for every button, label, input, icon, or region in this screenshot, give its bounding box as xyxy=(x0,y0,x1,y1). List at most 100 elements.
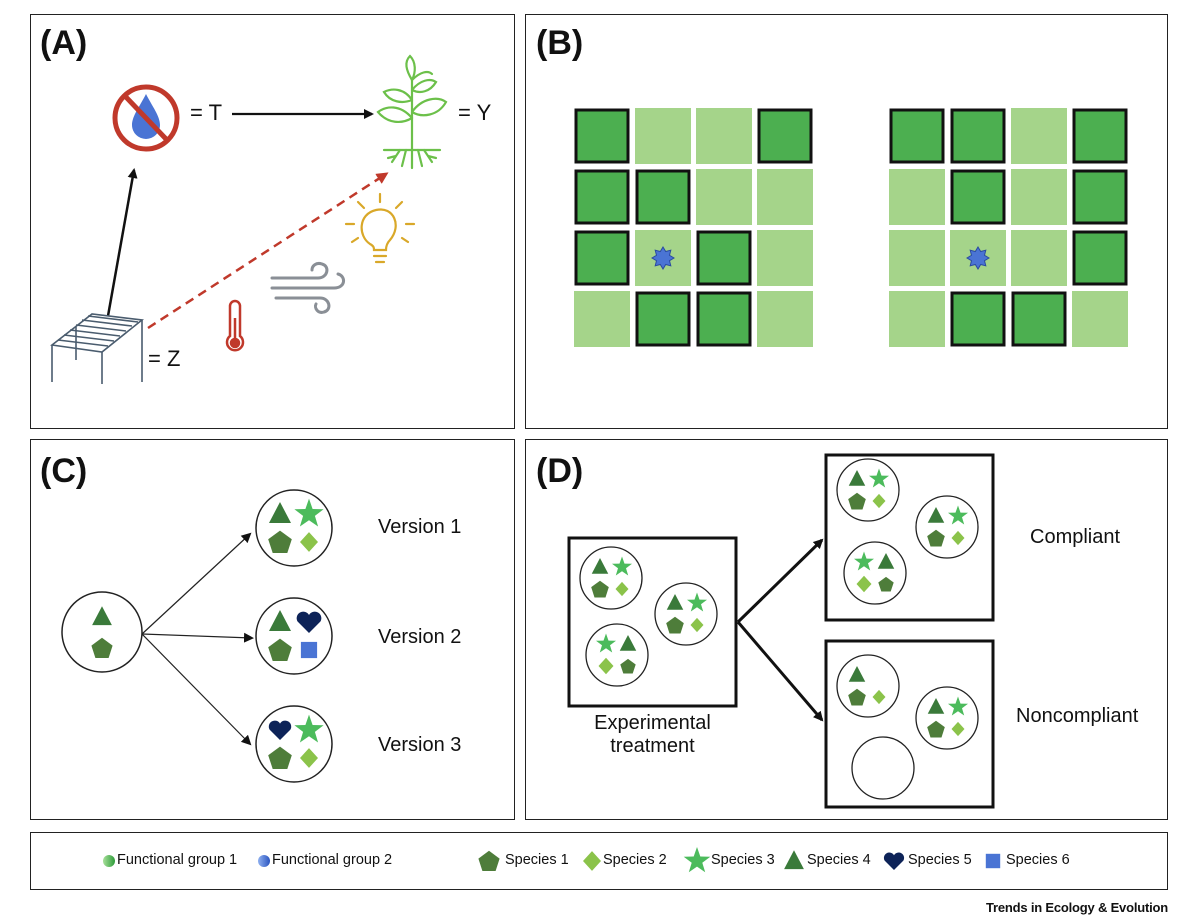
species-4-icon xyxy=(666,594,684,610)
community-circle xyxy=(654,582,718,646)
compliant-label: Compliant xyxy=(1030,526,1121,548)
plot-control xyxy=(1072,291,1128,347)
species-3-icon xyxy=(687,592,707,612)
species-2-icon xyxy=(951,530,965,546)
plot-treated xyxy=(635,291,691,347)
community-circle xyxy=(579,546,643,610)
plot-control xyxy=(696,108,752,164)
species-1-icon xyxy=(666,616,684,634)
focal-plot-star xyxy=(651,246,675,270)
plot-control xyxy=(889,169,945,225)
noncompliant-label: Noncompliant xyxy=(1016,705,1139,727)
legend-sp5-label: Species 5 xyxy=(908,852,972,868)
species-4-icon xyxy=(848,470,866,486)
species-4-icon xyxy=(92,606,112,626)
species-1-icon xyxy=(927,529,945,547)
species-5-icon xyxy=(296,611,322,633)
panel-c-label: (C) xyxy=(40,452,88,490)
base-community xyxy=(61,591,143,673)
panel-b-label: (B) xyxy=(536,24,584,62)
species-5-icon xyxy=(883,852,905,870)
treatment-label: = T xyxy=(190,100,223,125)
plot-treated xyxy=(574,230,630,286)
experimental-treatment-label: Experimental treatment xyxy=(570,712,735,758)
species-2-icon xyxy=(300,532,318,552)
thermometer-icon xyxy=(225,299,245,352)
species-1-icon xyxy=(927,720,945,738)
plot-treated xyxy=(696,230,752,286)
species-5-icon xyxy=(268,720,292,740)
species-6-icon xyxy=(300,641,318,659)
species-2-icon xyxy=(872,689,886,705)
experimental-treatment-line1: Experimental xyxy=(594,712,711,734)
legend-fg1-label: Functional group 1 xyxy=(117,852,238,868)
species-2-icon xyxy=(856,575,872,593)
arrow-to-version-2 xyxy=(141,632,254,643)
legend-species-2: Species 2 xyxy=(603,852,667,868)
legend-species-3: Species 3 xyxy=(711,852,775,868)
species-2-icon xyxy=(951,721,965,737)
species-2-icon xyxy=(300,748,318,768)
version-1-community xyxy=(255,489,333,567)
version-3-label: Version 3 xyxy=(378,734,462,756)
arrow-to-version-3 xyxy=(141,633,252,746)
species-4-icon xyxy=(269,610,291,631)
plot-treated xyxy=(1072,169,1128,225)
species-1-icon xyxy=(478,850,500,871)
community-circle xyxy=(915,495,979,559)
legend-sp6-label: Species 6 xyxy=(1006,852,1070,868)
plot-control xyxy=(1011,169,1067,225)
legend-fg2-label: Functional group 2 xyxy=(272,852,393,868)
plot-treated xyxy=(950,291,1006,347)
community-circle xyxy=(585,623,649,687)
legend-sp2-label: Species 2 xyxy=(603,852,667,868)
legend-species-1: Species 1 xyxy=(505,852,569,868)
species-3-icon xyxy=(854,551,874,571)
plot-treated xyxy=(635,169,691,225)
species-4-icon xyxy=(784,850,804,870)
legend-sp1-label: Species 1 xyxy=(505,852,569,868)
species-3-icon xyxy=(948,505,968,525)
species-4-icon xyxy=(848,666,866,682)
functional-group-1-icon xyxy=(103,855,115,867)
arrow-to-noncompliant xyxy=(736,621,824,722)
experimental-treatment-line2: treatment xyxy=(610,735,695,757)
species-1-icon xyxy=(268,746,292,769)
species-1-icon xyxy=(620,658,636,674)
plot-control xyxy=(635,108,691,164)
plot-control xyxy=(1011,230,1067,286)
legend-species-5: Species 5 xyxy=(908,852,972,868)
legend-sp3-label: Species 3 xyxy=(711,852,775,868)
species-3-icon xyxy=(612,556,632,576)
plot-treated xyxy=(950,169,1006,225)
species-4-icon xyxy=(619,635,637,651)
plot-control xyxy=(889,230,945,286)
species-4-icon xyxy=(877,553,895,569)
species-2-icon xyxy=(598,657,614,675)
species-4-icon xyxy=(591,558,609,574)
species-3-icon xyxy=(683,847,711,873)
plot-grid-right xyxy=(889,108,1128,347)
plot-control xyxy=(757,230,813,286)
z-to-y-dashed-arrow xyxy=(147,172,389,330)
plant-icon xyxy=(376,54,448,170)
plot-control xyxy=(889,291,945,347)
species-1-icon xyxy=(848,688,866,706)
lightbulb-icon xyxy=(344,192,416,264)
plot-treated xyxy=(889,108,945,164)
instrument-label: = Z xyxy=(148,346,181,371)
species-6-icon xyxy=(985,853,1001,869)
species-2-icon xyxy=(872,493,886,509)
arrow-to-compliant xyxy=(736,538,824,624)
legend-functional-group-1: Functional group 1 xyxy=(117,852,237,868)
plot-treated xyxy=(696,291,752,347)
version-1-label: Version 1 xyxy=(378,516,462,538)
plot-control xyxy=(574,291,630,347)
species-3-icon xyxy=(948,696,968,716)
functional-group-2-icon xyxy=(258,855,270,867)
plot-control xyxy=(757,169,813,225)
legend-functional-group-2: Functional group 2 xyxy=(272,852,392,868)
panel-a-label: (A) xyxy=(40,24,88,62)
version-3-community xyxy=(255,705,333,783)
